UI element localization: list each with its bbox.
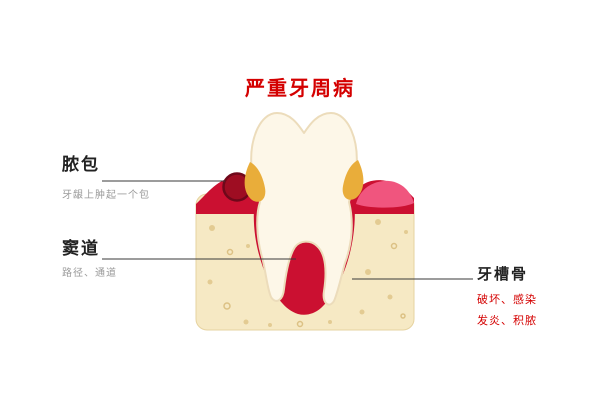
bone-speckles [207,219,408,328]
sinus-tract-label: 窦道 [62,239,100,258]
alveolar-bone-caption-1: 破坏、感染 [477,294,537,306]
abscess-label: 脓包 [62,155,100,174]
abscess-caption: 牙龈上肿起一个包 [62,190,150,201]
alveolar-bone-caption-2: 发炎、积脓 [477,315,537,327]
tartar-left [244,162,266,202]
tartar-right [342,160,364,200]
tooth [250,112,358,306]
alveolar-bone-label: 牙槽骨 [477,266,529,283]
gum-swelling-pink [356,180,414,208]
diagram-title: 严重牙周病 [245,78,355,100]
sinus-tract-caption: 路径、通道 [62,268,117,279]
